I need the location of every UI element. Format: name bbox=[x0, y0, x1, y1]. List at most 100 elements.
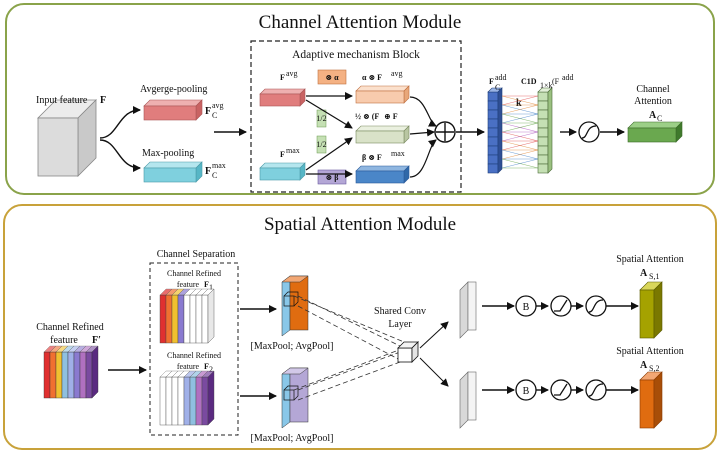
sa-input-label-1: Channel Refined bbox=[36, 322, 103, 333]
sa-out-bot-symbol: A bbox=[640, 360, 648, 371]
add-feat-symbol: F bbox=[489, 77, 494, 86]
conv-vector-cell bbox=[537, 118, 549, 129]
alpha-op-box bbox=[317, 69, 347, 85]
sep-stack-slice bbox=[183, 294, 191, 344]
kernel-connection-line bbox=[501, 122, 539, 133]
adaptive-max-sup: max bbox=[286, 146, 300, 155]
sep-bot-label-1: Channel Refined bbox=[167, 351, 221, 360]
projection-lines bbox=[293, 295, 405, 401]
sep-stack-slice bbox=[177, 294, 185, 344]
sep-bot-label-2: feature bbox=[177, 362, 200, 371]
sa-out-top-symbol: A bbox=[640, 268, 648, 279]
sa-input-label-2: feature bbox=[50, 335, 78, 346]
sigmoid-icon-top bbox=[585, 295, 607, 317]
add-vector-cell bbox=[487, 100, 499, 111]
sep-stack-slice bbox=[165, 294, 173, 344]
add-feature-vector bbox=[487, 87, 503, 174]
expr-beta-text: β ⊗ F bbox=[362, 153, 382, 162]
bn-text-top: B bbox=[523, 302, 530, 313]
arrow-conv-down bbox=[419, 357, 449, 387]
sep-stack-side bbox=[207, 370, 215, 426]
sep-top-sym: F bbox=[204, 280, 209, 289]
pool-label-top: [MaxPool; AvgPool] bbox=[251, 341, 334, 352]
input-stack-slice bbox=[55, 351, 63, 399]
relu-icon-top bbox=[550, 295, 572, 317]
conv-vector-cell bbox=[537, 145, 549, 156]
conn-avg-mid bbox=[305, 99, 353, 129]
conv-vector-cell bbox=[537, 163, 549, 174]
sep-top-sub: 1 bbox=[209, 283, 213, 292]
adaptive-max-feature bbox=[259, 162, 306, 181]
input-stack-slice bbox=[73, 351, 81, 399]
sigmoid-curve-bottom bbox=[588, 383, 604, 397]
spatial-attention-out-top bbox=[639, 281, 663, 339]
arrow-conv-up bbox=[419, 321, 449, 349]
sep-stack-slice bbox=[195, 294, 203, 344]
expr-beta-sup: max bbox=[391, 149, 405, 158]
sep-stack-slice bbox=[159, 294, 167, 344]
sep-stack-slice bbox=[165, 376, 173, 426]
half-box-2 bbox=[316, 135, 327, 154]
kernel-connection-line bbox=[501, 149, 539, 160]
avg-feat-sub: C bbox=[212, 111, 217, 120]
sigmoid-curve-top bbox=[588, 299, 604, 313]
sep-stack-slice bbox=[171, 294, 179, 344]
arrow-to-maxpool bbox=[99, 139, 141, 172]
kernel-connection-line bbox=[501, 140, 539, 151]
separation-frame bbox=[149, 262, 239, 436]
pool-label-bottom: [MaxPool; AvgPool] bbox=[251, 433, 334, 444]
kernel-connections bbox=[501, 95, 539, 169]
adaptive-block-frame bbox=[250, 40, 462, 193]
kernel-connection-line bbox=[501, 95, 539, 106]
kernel-connection-line bbox=[501, 158, 539, 169]
kernel-connection-line bbox=[501, 131, 539, 142]
expr-alpha-text: α ⊗ F bbox=[362, 73, 382, 82]
sep-bot-sub: 2 bbox=[209, 365, 213, 374]
spatial-map-bottom bbox=[459, 371, 477, 429]
add-vector-cell bbox=[487, 163, 499, 174]
expr-mid-tail: ⊕ F bbox=[384, 112, 398, 121]
channel-module-title: Channel Attention Module bbox=[259, 12, 462, 33]
expr-mid-text: ½ ⊗ (F bbox=[355, 112, 379, 121]
sep-bot-stack bbox=[159, 370, 215, 426]
sep-stack-slice bbox=[177, 376, 185, 426]
sa-out-top-sub: S,1 bbox=[649, 272, 659, 281]
add-vector-cell bbox=[487, 118, 499, 129]
conn-alpha-sum bbox=[409, 96, 437, 127]
add-vector-cell bbox=[487, 145, 499, 156]
conv-label: C1D bbox=[521, 77, 537, 86]
relu-curve-bottom bbox=[554, 383, 568, 396]
shared-conv-label-2: Layer bbox=[388, 319, 412, 330]
relu-curve-top bbox=[554, 299, 568, 312]
half-text-1: 1/2 bbox=[316, 114, 326, 123]
spatial-map-top bbox=[459, 281, 477, 339]
kernel-connection-line bbox=[501, 104, 539, 115]
spatial-module-frame bbox=[3, 204, 717, 450]
kernel-connection-line bbox=[501, 113, 539, 124]
alpha-op-text: ⊗ α bbox=[325, 73, 339, 82]
sep-stack-slice bbox=[183, 376, 191, 426]
pooled-feature-top bbox=[281, 275, 309, 337]
input-stack-slice bbox=[67, 351, 75, 399]
sep-stack-slice bbox=[201, 294, 209, 344]
expr-mid-feature bbox=[355, 125, 410, 144]
input-stack-slice bbox=[43, 351, 51, 399]
ca-out-label-1: Channel bbox=[636, 84, 670, 95]
add-vector-side bbox=[497, 87, 503, 174]
ca-out-sub: C bbox=[657, 114, 662, 123]
input-stack-slice bbox=[85, 351, 93, 399]
conv-vector-cell bbox=[537, 136, 549, 147]
avg-feat-symbol: F bbox=[205, 106, 211, 117]
half-text-2: 1/2 bbox=[316, 140, 326, 149]
max-pool-feature bbox=[143, 161, 203, 183]
input-feature-symbol: F bbox=[100, 95, 106, 106]
adaptive-max-sym: F bbox=[280, 150, 285, 159]
spatial-attention-out-bottom bbox=[639, 371, 663, 429]
pooled-feature-bottom bbox=[281, 367, 309, 429]
add-vector-cell bbox=[487, 136, 499, 147]
sa-out-bot-sub: S,2 bbox=[649, 364, 659, 373]
relu-icon-bottom bbox=[550, 379, 572, 401]
sigmoid-icon bbox=[578, 121, 600, 143]
max-pool-label: Max-pooling bbox=[142, 148, 194, 159]
